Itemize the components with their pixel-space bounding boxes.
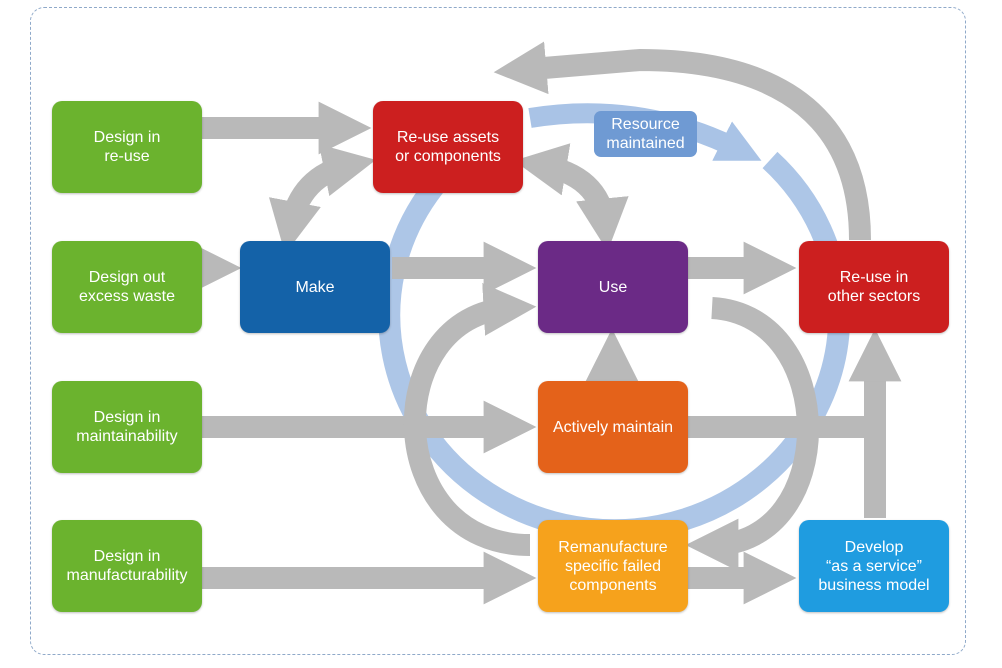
resource-maintained-badge: Resource maintained <box>594 111 697 157</box>
design-out-waste-box: Design out excess waste <box>52 241 202 333</box>
design-in-manufacturability-box: Design in manufacturability <box>52 520 202 612</box>
reuse-assets-label: Re-use assets or components <box>395 129 501 165</box>
develop-service-box: Develop “as a service” business model <box>799 520 949 612</box>
design-in-reuse-label: Design in re-use <box>93 129 161 165</box>
arrow-make-assets <box>268 144 376 254</box>
design-in-maintainability-box: Design in maintainability <box>52 381 202 473</box>
reuse-assets-box: Re-use assets or components <box>373 101 523 193</box>
make-box: Make <box>240 241 390 333</box>
remanufacture-label: Remanufacture specific failed components <box>558 538 668 594</box>
design-in-reuse-box: Design in re-use <box>52 101 202 193</box>
resource-maintained-label: Resource maintained <box>606 116 685 152</box>
loop-left <box>403 283 537 556</box>
actively-maintain-label: Actively maintain <box>552 418 674 436</box>
design-out-waste-label: Design out excess waste <box>78 269 176 305</box>
remanufacture-box: Remanufacture specific failed components <box>538 520 688 612</box>
use-box: Use <box>538 241 688 333</box>
design-in-maintainability-label: Design in maintainability <box>76 409 178 445</box>
actively-maintain-box: Actively maintain <box>538 381 688 473</box>
outer-return-arc <box>493 41 871 241</box>
make-label: Make <box>295 278 335 296</box>
reuse-other-sectors-label: Re-use in other sectors <box>827 269 921 305</box>
reuse-other-sectors-box: Re-use in other sectors <box>799 241 949 333</box>
design-in-manufacturability-label: Design in manufacturability <box>66 548 188 584</box>
diagram-frame <box>30 7 966 655</box>
use-label: Use <box>598 278 628 296</box>
develop-service-label: Develop “as a service” business model <box>818 538 930 594</box>
arrow-assets-use <box>513 143 629 252</box>
loop-right <box>685 297 819 572</box>
